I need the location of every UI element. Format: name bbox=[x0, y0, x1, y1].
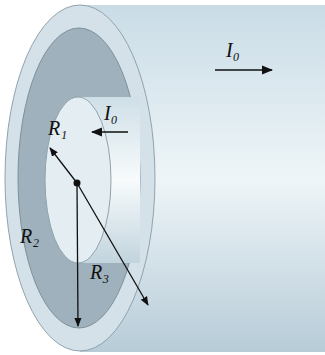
outer-conductor-face bbox=[5, 5, 155, 351]
radius-r2 bbox=[77, 183, 78, 326]
current-label: I₀ bbox=[104, 103, 118, 123]
radius-label: R₁ bbox=[48, 118, 67, 138]
current-label: I₀ bbox=[226, 40, 240, 60]
radius-label: R₂ bbox=[20, 226, 39, 246]
radius-label: R₃ bbox=[90, 262, 109, 282]
insulator-face bbox=[18, 28, 140, 328]
radius-r3 bbox=[77, 183, 148, 305]
current-arrow bbox=[92, 131, 128, 133]
radius-r1 bbox=[50, 148, 77, 183]
current-arrow bbox=[215, 69, 272, 71]
